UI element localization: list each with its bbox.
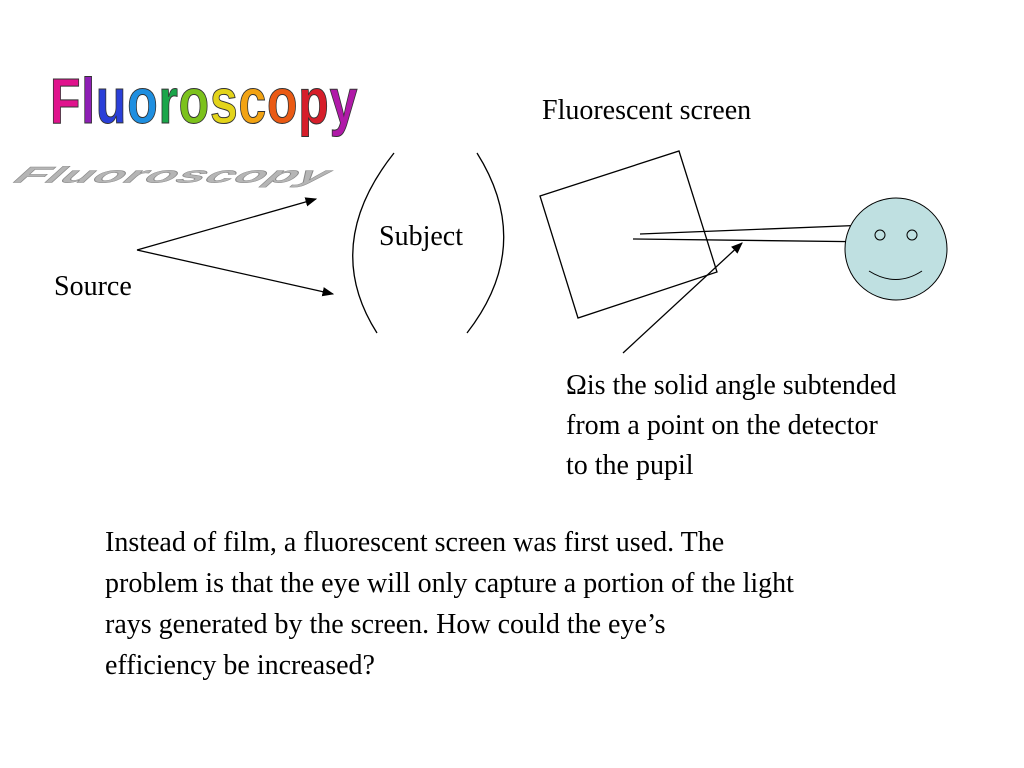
title-letter: u [95,65,128,138]
note-line-2: from a point on the detector [566,410,878,441]
subject-label: Subject [379,221,463,252]
face-mouth [868,270,923,280]
note-line-3: to the pupil [566,450,694,481]
omega-symbol: Ω [566,370,587,401]
subject-left-curve [352,152,395,334]
page-title: Fluoroscopy [50,64,358,138]
wordart-title: Fluoroscopy Fluoroscopy [0,58,420,188]
title-letter: o [127,65,159,138]
title-letter: F [50,65,82,138]
note-pointer-arrow [622,242,743,354]
face-circle [844,197,948,301]
title-letter: p [298,65,330,138]
eye-ray-upper [639,220,870,235]
title-letter: l [81,65,96,138]
title-letter: r [158,65,179,138]
fluorescent-screen-label: Fluorescent screen [542,95,752,126]
right-eye [906,229,918,241]
source-label: Source [54,271,132,302]
body-line-2: problem is that the eye will only captur… [105,568,794,599]
title-letter: o [267,65,299,138]
title-letter: y [329,65,359,138]
note-line-1: Ωis the solid angle subtended [566,366,986,406]
body-line-1: Instead of film, a fluorescent screen wa… [105,527,725,558]
body-line-3: rays generated by the screen. How could … [105,609,666,640]
source-ray-lower [136,249,335,297]
fluorescent-screen-square [539,150,718,319]
source-ray-upper [136,197,318,251]
subject-right-curve [466,152,505,334]
smiley-face-eye-icon [844,197,948,301]
left-eye [874,229,886,241]
title-letter: o [178,65,210,138]
body-line-4: efficiency be increased? [105,650,375,681]
eye-ray-lower [632,237,882,247]
title-letter: s [209,65,239,138]
note-line-1-text: is the solid angle subtended [586,370,897,401]
solid-angle-note: Ωis the solid angle subtended from a poi… [566,366,986,486]
body-paragraph: Instead of film, a fluorescent screen wa… [105,522,975,686]
title-letter: c [238,65,268,138]
